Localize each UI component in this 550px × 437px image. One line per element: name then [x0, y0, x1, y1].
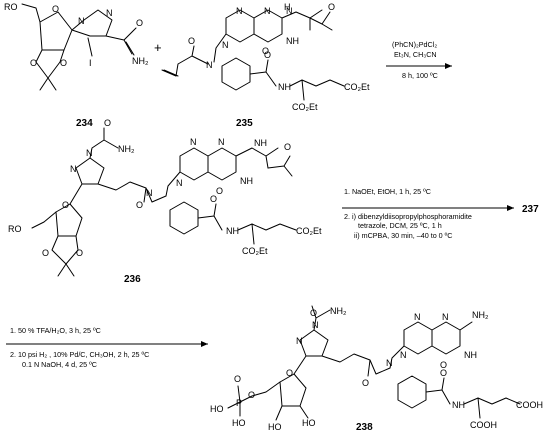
o-label-238a: O	[310, 308, 317, 318]
step2-line4: ii) mCPBA, 30 min, –40 to 0 ºC	[354, 231, 453, 240]
n-label-234b: N	[106, 8, 113, 18]
nh2-label-234: NH₂	[132, 56, 149, 66]
ring-o-label-236: O	[62, 200, 69, 210]
o-label-236c: O	[42, 248, 49, 258]
step2-line2: 2. i) dibenzyldiisopropylphosphoramidite	[344, 212, 472, 221]
amide-n-label-235: N	[206, 60, 213, 70]
ho-label-238b: HO	[232, 418, 246, 428]
o-label-236g: O	[210, 194, 217, 204]
step3-line1: 1. 50 % TFA/H₂O, 3 h, 25 ºC	[10, 326, 101, 335]
phosphorus-label-238: P	[236, 398, 242, 408]
structure-238	[227, 305, 521, 421]
reaction-arrow-3-head	[201, 341, 208, 347]
amide-n-label-238: N	[386, 358, 393, 368]
nh2-label-238b: NH₂	[472, 310, 489, 320]
o-label-234a: O	[30, 58, 37, 68]
co2et-label-236a: CO₂Et	[296, 226, 322, 236]
o-label-236e: O	[216, 186, 223, 196]
amide-n-label-236: N	[146, 188, 153, 198]
o-label-236d: O	[76, 248, 83, 258]
oh-label-238b: HO	[268, 422, 282, 432]
n-label-234a: N	[78, 16, 85, 26]
compound-235-label: 235	[236, 118, 253, 129]
co2et-label-235b: CO₂Et	[292, 102, 318, 112]
ro-label-236: RO	[8, 224, 22, 234]
nh-label-236c: NH	[226, 226, 239, 236]
co2et-label-236b: CO₂Et	[242, 246, 268, 256]
o-label-238f: O	[440, 368, 447, 378]
o-label-238b: O	[362, 378, 369, 388]
n-label-236b: N	[86, 148, 93, 158]
n-label-236d: N	[218, 137, 225, 147]
o-label-236b: O	[136, 200, 143, 210]
cooh-label-238b: COOH	[470, 420, 497, 430]
o-label-236a: O	[104, 118, 111, 128]
o-label-235b: O	[328, 2, 335, 12]
o-label-235d: O	[264, 50, 271, 60]
reaction-arrow-2-head	[507, 205, 514, 211]
o-label-234b: O	[60, 58, 67, 68]
n-label-235a: N	[236, 6, 243, 16]
nh-label-236b: NH	[254, 138, 267, 148]
o-label-238c: O	[248, 390, 255, 400]
structure-234	[21, 3, 137, 91]
h-label-235: H	[284, 2, 291, 12]
compound-238-label: 238	[356, 422, 373, 433]
ring-o-label-234: O	[52, 4, 59, 14]
step2-line1: 1. NaOEt, EtOH, 1 h, 25 ºC	[344, 187, 431, 196]
plus-sign: +	[154, 40, 162, 55]
step1-reagent-b: Et₃N, CH₃CN	[394, 50, 437, 59]
reaction-arrow-1-head	[445, 63, 452, 69]
ring-o-label-238: O	[286, 368, 293, 378]
compound-234-label: 234	[76, 118, 93, 129]
nh-label-238a: NH	[464, 350, 477, 360]
co2et-label-235a: CO₂Et	[344, 82, 370, 92]
ho-label-238a: HO	[210, 404, 224, 414]
nh2-label-236: NH₂	[118, 144, 135, 154]
step3-line3: 0.1 N NaOH, 4 d, 25 ºC	[22, 360, 97, 369]
structure-236	[31, 127, 297, 277]
cooh-label-238a: COOH	[516, 400, 543, 410]
n-label-236c: N	[190, 137, 197, 147]
step1-time-temp: 8 h, 100 ºC	[402, 71, 438, 80]
step1-reagent-a: (PhCN)₂PdCl₂	[392, 40, 437, 49]
carbonyl-o-label-234: O	[136, 18, 143, 28]
structure-235	[161, 9, 345, 101]
n-label-238d: N	[442, 312, 449, 322]
compound-237-label: 237	[522, 204, 539, 215]
n-label-238e: N	[400, 350, 407, 360]
o-label-238d: O	[234, 374, 241, 384]
n-label-235d: N	[222, 40, 229, 50]
step3-line2: 2. 10 psi H₂ , 10% Pd/C, CH₃OH, 2 h, 25 …	[10, 350, 149, 359]
n-label-236a: N	[70, 164, 77, 174]
n-label-236e: N	[176, 178, 183, 188]
o-label-236f: O	[284, 142, 291, 152]
n-label-238c: N	[414, 312, 421, 322]
nh2-label-238a: NH₂	[330, 306, 347, 316]
step2-line3: tetrazole, DCM, 25 ºC, 1 h	[358, 221, 442, 230]
compound-236-label: 236	[124, 274, 141, 285]
o-label-235c: O	[188, 36, 195, 46]
nh-label-236a: NH	[240, 176, 253, 186]
nh-label-235b: NH	[278, 82, 291, 92]
n-label-235b: N	[264, 6, 271, 16]
iodo-label-234: I	[89, 58, 92, 68]
o-label-235a: O	[262, 46, 269, 56]
n-label-238b: N	[312, 320, 319, 330]
oh-label-238a: HO	[302, 418, 316, 428]
ro-label-234: RO	[4, 2, 18, 12]
nh-label-238b: NH	[452, 400, 465, 410]
nh-label-235: NH	[286, 36, 299, 46]
n-label-238a: N	[296, 336, 303, 346]
o-label-238e: O	[440, 360, 447, 370]
n-label-235c: N	[286, 6, 293, 16]
